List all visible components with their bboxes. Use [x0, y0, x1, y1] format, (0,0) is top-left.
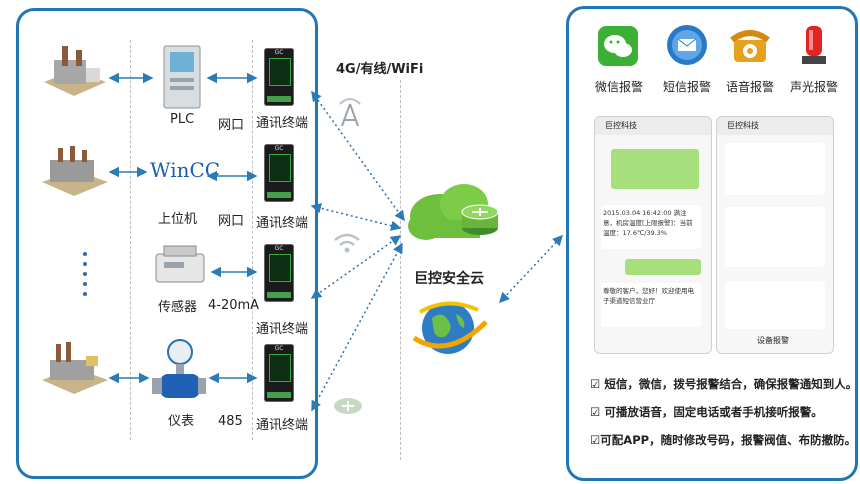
alert-card [725, 143, 825, 195]
phone-screen-right: 巨控科技 设备报警 [716, 116, 834, 354]
alarm-label: 微信报警 [594, 80, 643, 94]
feature-bullet: ☑ 可播放语音，固定电话或者手机接听报警。 [590, 405, 823, 419]
chat-bubble [625, 259, 701, 275]
factory-icon [42, 146, 108, 196]
factory-icon [44, 46, 106, 96]
chat-bubble: 2015.03.04 16:42:00 满注意，机房温度[上限报警]：当前温度：… [601, 205, 701, 249]
cloud-router-icon [408, 184, 499, 240]
terminal-label: 通讯终端 [256, 418, 309, 433]
phone-screen-left: 巨控科技 2015.03.04 16:42:00 满注意，机房温度[上限报警]：… [594, 116, 712, 354]
terminal-badge: GC [274, 145, 284, 152]
wifi-icon [334, 233, 360, 253]
flowmeter-icon [152, 339, 206, 398]
terminal-badge: GC [274, 49, 284, 56]
alarm-label: 声光报警 [789, 80, 838, 94]
alarm-label: 短信报警 [662, 80, 711, 94]
terminal-device: GC [264, 48, 294, 106]
wechat-icon [598, 26, 638, 66]
telephone-icon [730, 30, 770, 62]
antenna-icon [339, 98, 361, 127]
sensor-icon [155, 245, 205, 283]
chat-footer: 设备报警 [757, 336, 789, 345]
alarm-label: 语音报警 [725, 80, 774, 94]
terminal-device: GC [264, 344, 294, 402]
siren-icon [802, 26, 826, 64]
chat-bubble [611, 149, 699, 189]
separator-line [252, 40, 253, 440]
device-label: 上位机 [158, 212, 198, 227]
terminal-label: 通讯终端 [256, 322, 309, 337]
alert-card [725, 281, 825, 329]
terminal-device: GC [264, 144, 294, 202]
chat-title: 巨控科技 [727, 121, 759, 130]
terminal-device: GC [264, 244, 294, 302]
chat-title: 巨控科技 [605, 121, 637, 130]
sms-icon [667, 25, 707, 65]
network-label: 4G/有线/WiFi [336, 62, 424, 77]
globe-icon [412, 301, 488, 354]
link-label: 网口 [218, 214, 245, 229]
plc-icon [163, 45, 201, 109]
alert-card [725, 207, 825, 267]
ellipsis-dots [83, 252, 87, 296]
device-label: 仪表 [168, 414, 195, 429]
link-label: 网口 [218, 118, 245, 133]
chat-bubble: 尊敬的客户，您好！欢迎使用电子渠道短信营业厅 [601, 283, 701, 327]
terminal-label: 通讯终端 [256, 216, 309, 231]
feature-bullet: ☑ 短信，微信，拨号报警结合，确保报警通知到人。 [590, 377, 858, 391]
link-label: 485 [218, 414, 243, 429]
terminal-label: 通讯终端 [256, 116, 309, 131]
router-icon [334, 398, 362, 414]
cloud-label: 巨控安全云 [414, 271, 484, 287]
terminal-badge: GC [274, 245, 284, 252]
terminal-badge: GC [274, 345, 284, 352]
device-label: PLC [170, 112, 195, 127]
factory-icon [42, 342, 108, 394]
feature-bullet: ☑可配APP，随时修改号码，报警阀值、布防撤防。 [590, 433, 857, 447]
separator-line [130, 40, 131, 440]
device-label: 传感器 [158, 300, 198, 315]
link-label: 4-20mA [208, 298, 260, 313]
